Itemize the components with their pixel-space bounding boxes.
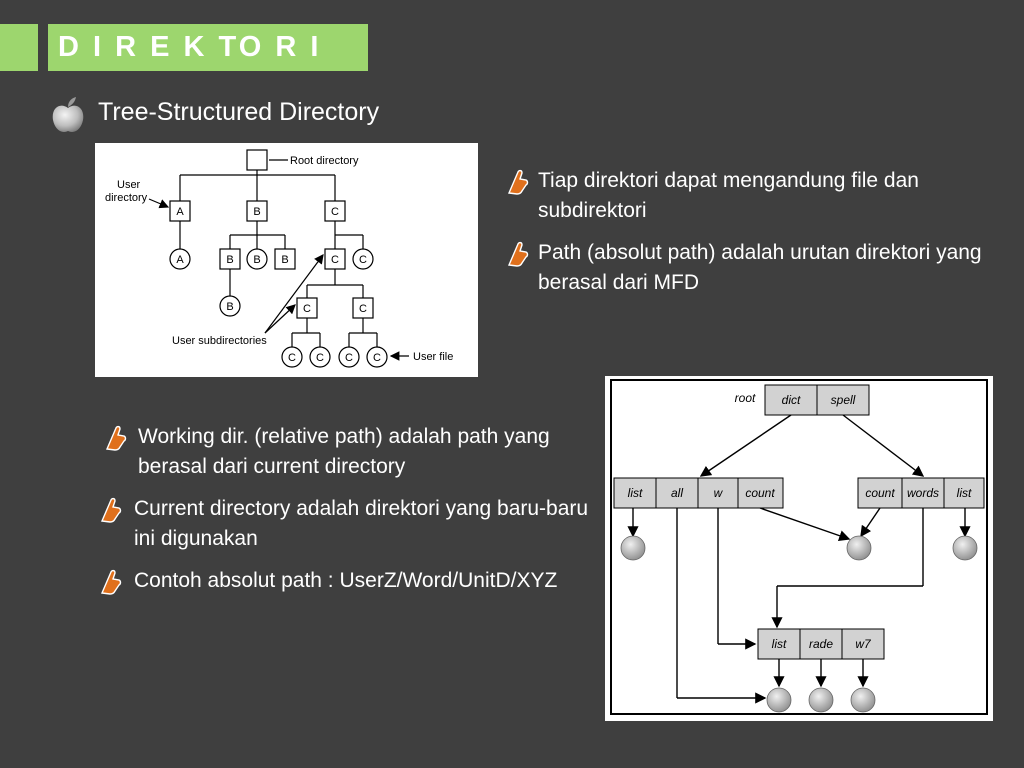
hand-bullet-icon (507, 241, 529, 267)
node-c: C (331, 206, 339, 218)
root-directory-label: Root directory (290, 155, 359, 167)
user-file-label: User file (413, 351, 453, 363)
hand-bullet-icon (100, 569, 122, 595)
node-c-file-2: C (316, 352, 324, 364)
node-b-file-2: B (226, 301, 233, 313)
graph-right-list: list (957, 486, 972, 500)
node-c-file-1: C (288, 352, 296, 364)
node-c-file: C (359, 254, 367, 266)
graph-right-words: words (907, 486, 939, 500)
bullet-5: Contoh absolut path : UserZ/Word/UnitD/X… (98, 566, 598, 596)
node-a-file: A (176, 254, 184, 266)
node-b-dir-2: B (281, 254, 288, 266)
graph-dict: dict (782, 393, 801, 407)
graph-root-label: root (735, 391, 756, 405)
hand-bullet-icon (105, 425, 127, 451)
hand-bullet-icon (507, 169, 529, 195)
graph-left-w: w (714, 486, 724, 500)
acyclic-graph-diagram: root dict spell list all w count count w… (610, 379, 988, 715)
graph-left-count: count (745, 486, 775, 500)
bullet-4: Current directory adalah direktori yang … (98, 494, 598, 554)
node-c-dir: C (331, 254, 339, 266)
title-accent-tab (0, 24, 38, 71)
node-c-subdir-2: C (359, 303, 367, 315)
graph-bottom-rade: rade (809, 637, 833, 651)
bullet-2: Path (absolut path) adalah urutan direkt… (505, 238, 1015, 298)
graph-left-list: list (628, 486, 643, 500)
graph-spell: spell (831, 393, 856, 407)
graph-bottom-w7: w7 (855, 637, 872, 651)
user-subdirectories-label: User subdirectories (172, 335, 267, 347)
graph-right-count: count (865, 486, 895, 500)
bullet-3-text: Working dir. (relative path) adalah path… (138, 425, 550, 478)
slide-heading: Tree-Structured Directory (98, 98, 380, 126)
node-c-file-4: C (373, 352, 381, 364)
node-b: B (253, 206, 260, 218)
tree-directory-diagram: A B C A B B B B C C C C C C C C Root dir… (105, 149, 453, 368)
bullet-3: Working dir. (relative path) adalah path… (103, 422, 598, 482)
tree-directory-figure: A B C A B B B B C C C C C C C C Root dir… (95, 143, 478, 377)
node-c-subdir-1: C (303, 303, 311, 315)
bullet-2-text: Path (absolut path) adalah urutan direkt… (538, 241, 982, 294)
node-b-dir: B (226, 254, 233, 266)
node-b-file: B (253, 254, 260, 266)
slide-title: D I R E K TO R I (48, 24, 368, 71)
acyclic-graph-figure: root dict spell list all w count count w… (605, 376, 993, 721)
bullet-1: Tiap direktori dapat mengandung file dan… (505, 166, 1015, 226)
graph-left-all: all (671, 486, 683, 500)
hand-bullet-icon (100, 497, 122, 523)
bullet-5-text: Contoh absolut path : UserZ/Word/UnitD/X… (134, 569, 558, 592)
tree-node-labels: A B C A B B B B C C C C C C C C (176, 206, 381, 364)
bullet-4-text: Current directory adalah direktori yang … (134, 497, 589, 550)
graph-bottom-list: list (772, 637, 787, 651)
bullet-1-text: Tiap direktori dapat mengandung file dan… (538, 169, 919, 222)
node-c-file-3: C (345, 352, 353, 364)
apple-icon (52, 97, 84, 132)
node-a: A (176, 206, 184, 218)
user-directory-label-2: directory (105, 192, 148, 204)
user-directory-label-1: User (117, 179, 141, 191)
